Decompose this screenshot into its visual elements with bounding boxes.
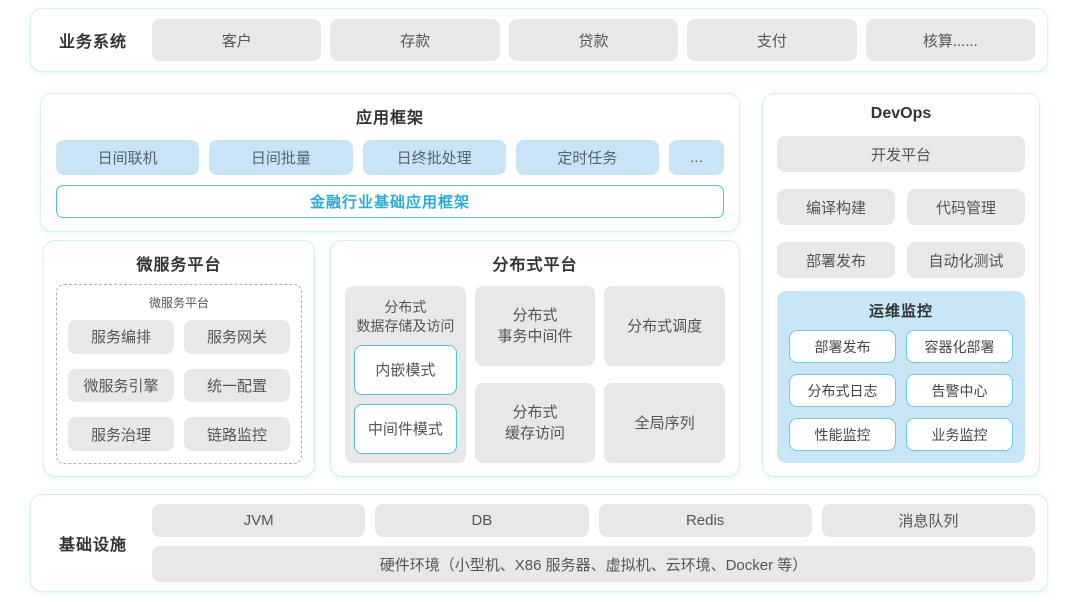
ops-item-alert-center: 告警中心 bbox=[906, 374, 1013, 407]
devops-dev-platform: 开发平台 bbox=[777, 136, 1025, 172]
devops-tool-code-mgmt: 代码管理 bbox=[907, 189, 1025, 225]
dist-cell-global-sequence: 全局序列 bbox=[604, 383, 725, 463]
dist-cell-scheduling: 分布式调度 bbox=[604, 286, 725, 366]
infra-item-mq: 消息队列 bbox=[821, 504, 1035, 537]
devops-tool-build: 编译构建 bbox=[777, 189, 895, 225]
devops-tool-deploy-release: 部署发布 bbox=[777, 242, 895, 278]
business-item-loan: 贷款 bbox=[508, 19, 679, 61]
microservice-inner-box: 微服务平台 服务编排 服务网关 微服务引擎 统一配置 服务治理 链路监控 bbox=[56, 284, 302, 464]
ops-item-business-monitor: 业务监控 bbox=[906, 418, 1013, 451]
storage-mode-middleware: 中间件模式 bbox=[354, 403, 457, 454]
infrastructure-content: JVM DB Redis 消息队列 硬件环境（小型机、X86 服务器、虚拟机、云… bbox=[152, 504, 1035, 582]
ops-monitoring-title: 运维监控 bbox=[868, 303, 933, 320]
infrastructure-label: 基础设施 bbox=[58, 537, 127, 554]
microservice-grid: 服务编排 服务网关 微服务引擎 统一配置 服务治理 链路监控 bbox=[68, 320, 290, 451]
devops-tools-grid: 编译构建 代码管理 部署发布 自动化测试 bbox=[777, 189, 1025, 278]
ops-item-distributed-log: 分布式日志 bbox=[789, 374, 896, 407]
business-system-label: 业务系统 bbox=[58, 34, 127, 51]
infrastructure-row: JVM DB Redis 消息队列 bbox=[152, 504, 1035, 537]
dist-cell-cache-access: 分布式 缓存访问 bbox=[474, 383, 596, 463]
devops-section: DevOps 开发平台 编译构建 代码管理 部署发布 自动化测试 运维监控 部署… bbox=[762, 93, 1040, 477]
devops-title: DevOps bbox=[870, 105, 932, 122]
ops-item-deploy-release: 部署发布 bbox=[789, 330, 896, 363]
distributed-grid: 分布式 数据存储及访问 内嵌模式 中间件模式 分布式 事务中间件 分布式调度 分… bbox=[345, 286, 725, 463]
ms-item-unified-config: 统一配置 bbox=[184, 368, 290, 403]
business-item-payment: 支付 bbox=[687, 19, 857, 61]
framework-module-more: ... bbox=[669, 140, 724, 175]
business-item-deposit: 存款 bbox=[330, 19, 500, 61]
ops-monitoring-panel: 运维监控 部署发布 容器化部署 分布式日志 告警中心 性能监控 业务监控 bbox=[777, 291, 1025, 463]
ms-item-trace-monitoring: 链路监控 bbox=[184, 417, 290, 451]
app-framework-modules-row: 日间联机 日间批量 日终批处理 定时任务 ... bbox=[56, 140, 724, 175]
business-system-section: 业务系统 客户 存款 贷款 支付 核算...... bbox=[30, 8, 1048, 72]
framework-module-daytime-online: 日间联机 bbox=[56, 140, 200, 175]
ms-item-service-orchestration: 服务编排 bbox=[68, 320, 174, 354]
infra-item-redis: Redis bbox=[598, 504, 812, 537]
app-framework-title: 应用框架 bbox=[355, 110, 424, 127]
microservice-platform-section: 微服务平台 微服务平台 服务编排 服务网关 微服务引擎 统一配置 服务治理 链路… bbox=[43, 240, 315, 477]
ms-item-microservice-engine: 微服务引擎 bbox=[68, 368, 174, 403]
ops-item-container-deploy: 容器化部署 bbox=[906, 330, 1013, 363]
ops-item-performance-monitor: 性能监控 bbox=[789, 418, 896, 451]
ms-item-service-gateway: 服务网关 bbox=[184, 320, 290, 354]
devops-tool-auto-test: 自动化测试 bbox=[907, 242, 1025, 278]
distributed-platform-section: 分布式平台 分布式 数据存储及访问 内嵌模式 中间件模式 分布式 事务中间件 分… bbox=[330, 240, 740, 477]
distributed-storage-label: 分布式 数据存储及访问 bbox=[356, 299, 455, 334]
business-item-accounting: 核算...... bbox=[865, 19, 1036, 61]
distributed-platform-title: 分布式平台 bbox=[492, 257, 578, 274]
distributed-storage-box: 分布式 数据存储及访问 内嵌模式 中间件模式 bbox=[345, 286, 466, 463]
microservice-platform-title: 微服务平台 bbox=[136, 257, 222, 274]
dist-cell-transaction-middleware: 分布式 事务中间件 bbox=[474, 286, 596, 366]
infra-item-db: DB bbox=[375, 504, 589, 537]
infrastructure-section: 基础设施 JVM DB Redis 消息队列 硬件环境（小型机、X86 服务器、… bbox=[30, 494, 1048, 592]
app-framework-section: 应用框架 日间联机 日间批量 日终批处理 定时任务 ... 金融行业基础应用框架 bbox=[40, 93, 740, 232]
hardware-environment-bar: 硬件环境（小型机、X86 服务器、虚拟机、云环境、Docker 等） bbox=[152, 546, 1035, 582]
framework-module-eod-batch: 日终批处理 bbox=[362, 140, 506, 175]
base-framework-banner: 金融行业基础应用框架 bbox=[56, 185, 724, 218]
ms-item-service-governance: 服务治理 bbox=[68, 417, 174, 451]
ops-monitoring-grid: 部署发布 容器化部署 分布式日志 告警中心 性能监控 业务监控 bbox=[789, 330, 1013, 451]
infra-item-jvm: JVM bbox=[152, 504, 366, 537]
framework-module-scheduled-task: 定时任务 bbox=[515, 140, 659, 175]
storage-mode-embedded: 内嵌模式 bbox=[354, 344, 457, 395]
business-item-customer: 客户 bbox=[152, 19, 322, 61]
microservice-inner-title: 微服务平台 bbox=[148, 296, 209, 310]
framework-module-daytime-batch: 日间批量 bbox=[209, 140, 353, 175]
